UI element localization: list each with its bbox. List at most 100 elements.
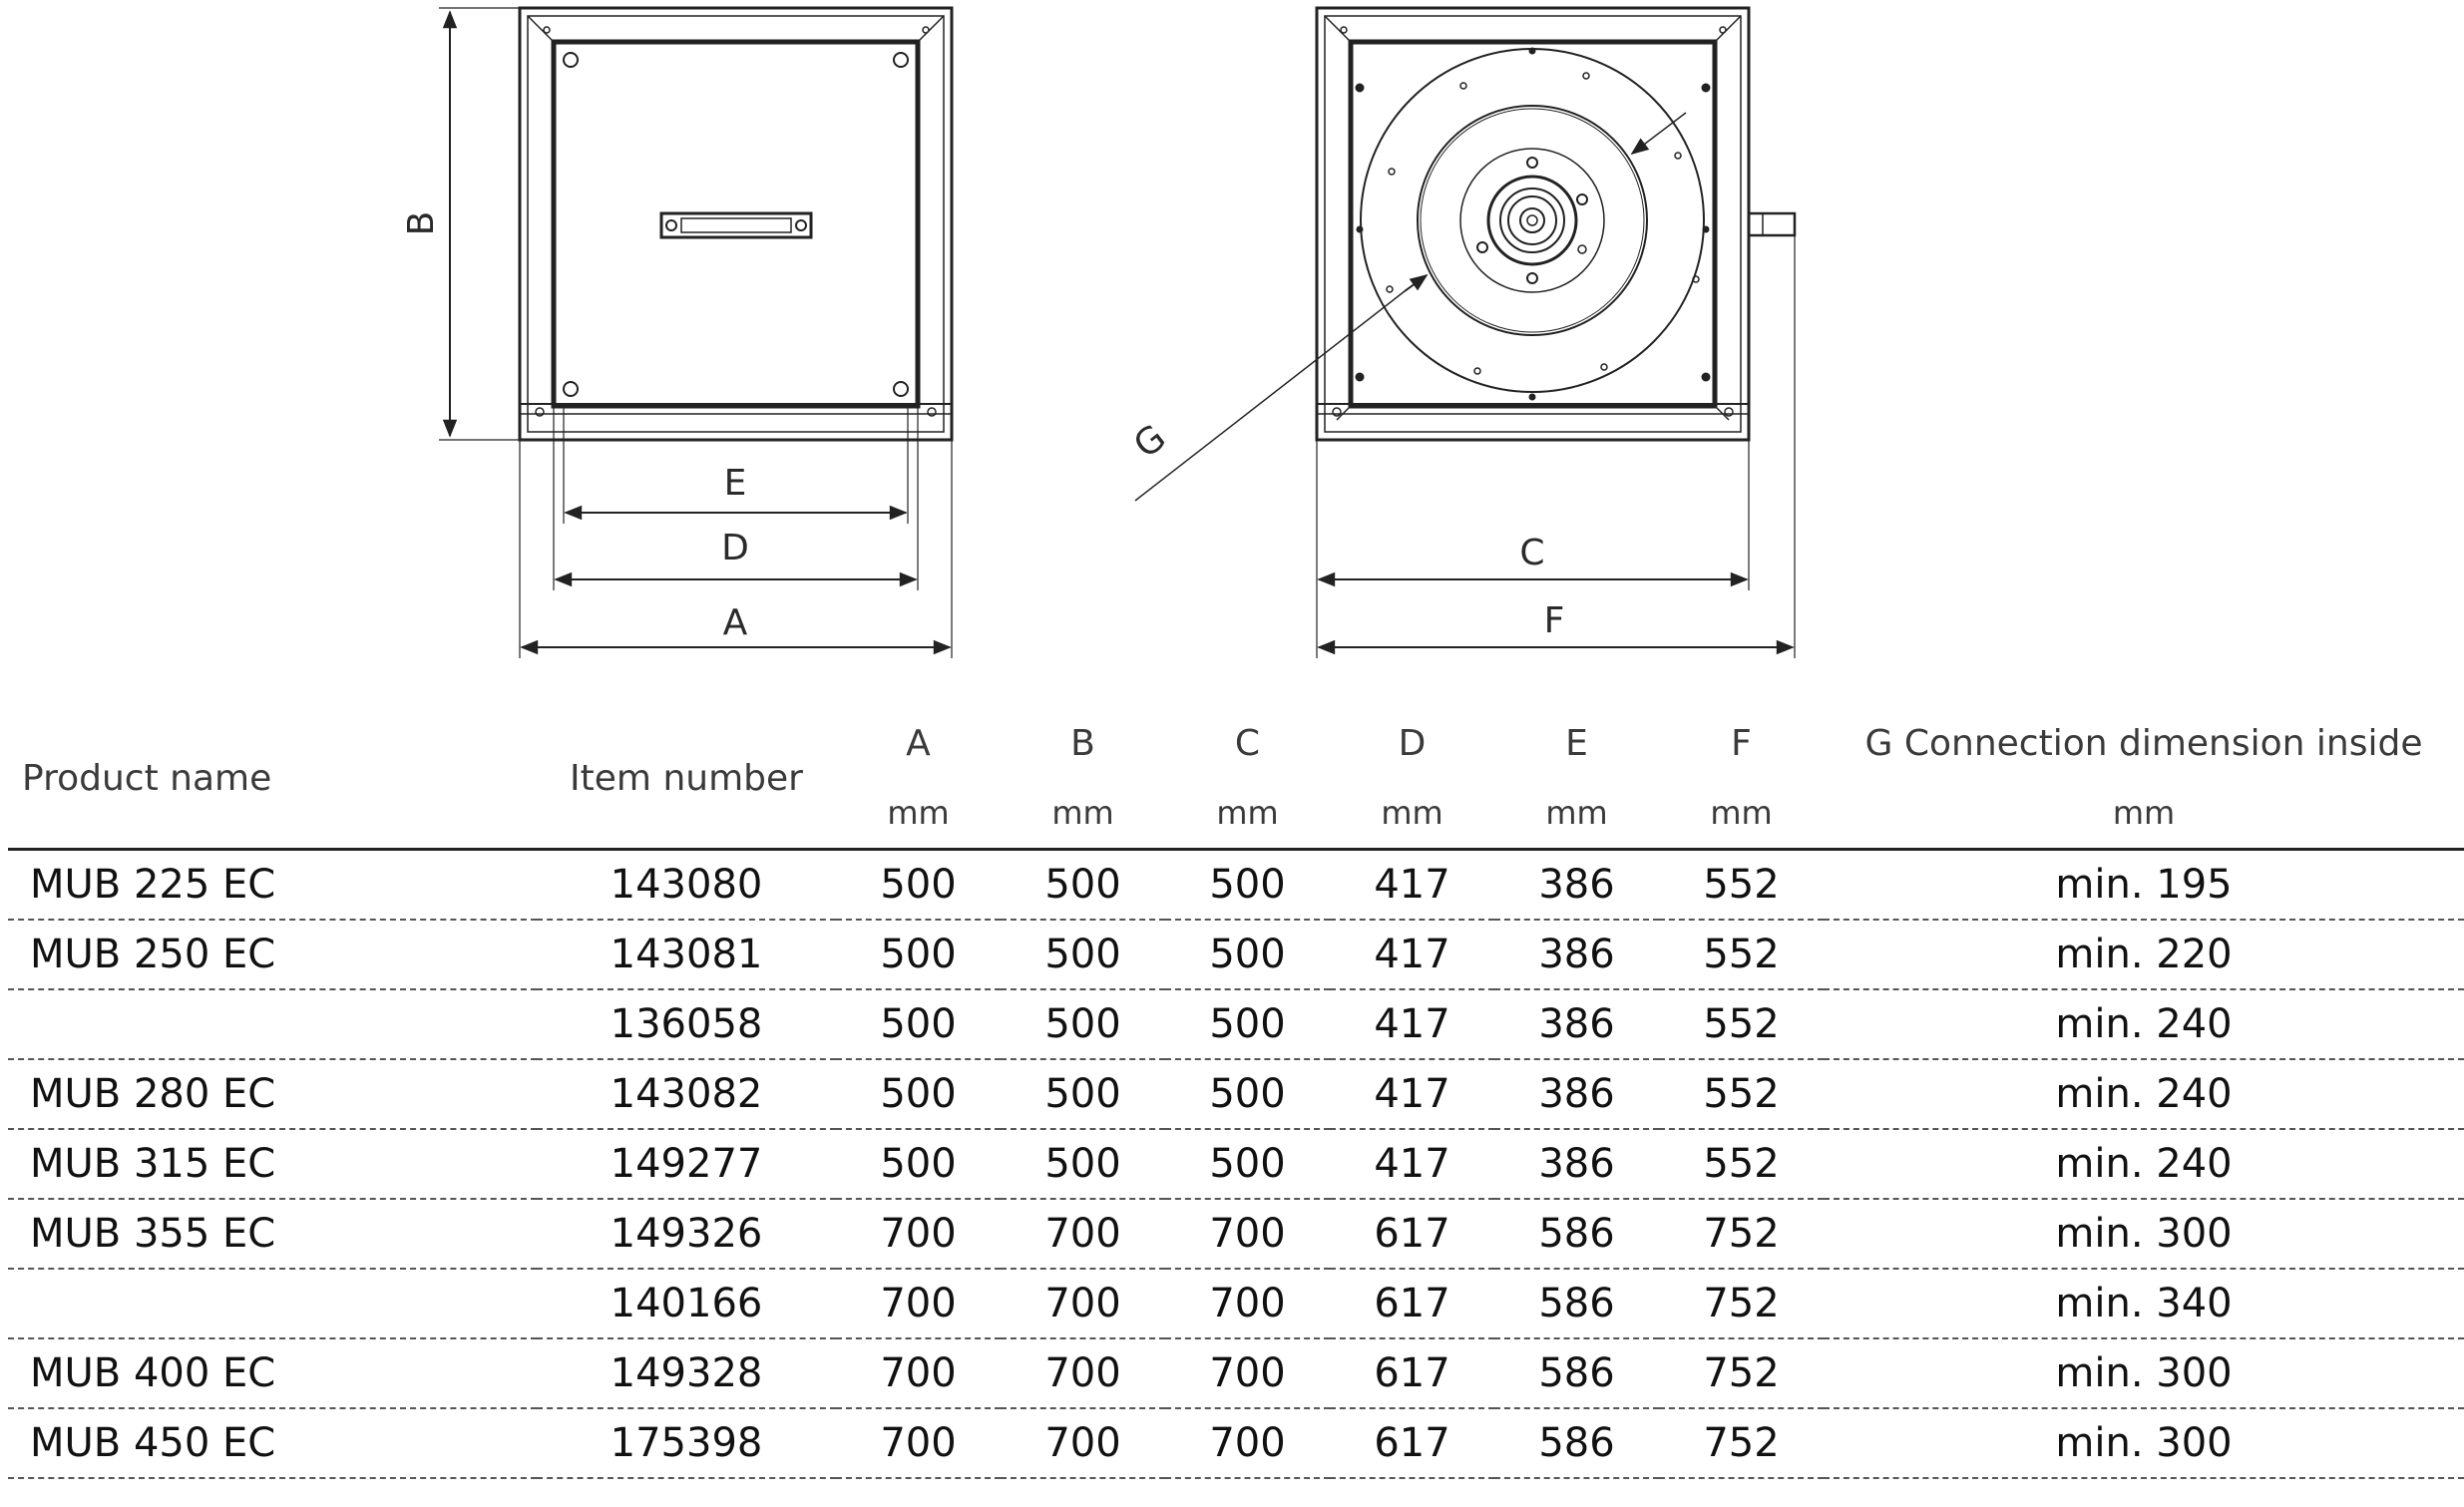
cell-f: 752 — [1659, 1269, 1824, 1339]
unit-b: mm — [1001, 778, 1165, 851]
cell-b: 500 — [1001, 849, 1165, 921]
cell-f: 552 — [1659, 920, 1824, 990]
unit-f: mm — [1659, 778, 1824, 851]
cell-product-name — [8, 989, 537, 1060]
cell-d: 417 — [1330, 1059, 1494, 1130]
front-view — [439, 6, 954, 658]
cell-product-name: MUB 400 EC — [8, 1338, 537, 1409]
cell-item-number: 143082 — [537, 1059, 836, 1130]
header-g: G Connection dimension inside — [1864, 722, 2423, 764]
cell-product-name: MUB 450 EC — [8, 1408, 537, 1479]
cell-b: 500 — [1001, 1129, 1165, 1200]
cell-f: 752 — [1659, 1338, 1824, 1409]
cell-g: min. 240 — [1824, 989, 2464, 1060]
cell-d: 417 — [1330, 1129, 1494, 1200]
cell-e: 386 — [1494, 920, 1659, 990]
cell-product-name: MUB 225 EC — [8, 849, 537, 921]
cell-e: 386 — [1494, 849, 1659, 921]
cell-e: 386 — [1494, 989, 1659, 1060]
cell-e: 586 — [1494, 1408, 1659, 1479]
cell-f: 552 — [1659, 1129, 1824, 1200]
cell-b: 500 — [1001, 989, 1165, 1060]
unit-g: mm — [1824, 778, 2464, 851]
header-item-number: Item number — [537, 708, 836, 851]
header-b: B — [1070, 722, 1095, 764]
cell-f: 552 — [1659, 849, 1824, 921]
cell-g: min. 240 — [1824, 1129, 2464, 1200]
side-view — [1315, 6, 1797, 658]
cell-item-number: 136058 — [537, 989, 836, 1060]
header-product-name: Product name — [8, 708, 537, 851]
cell-c: 700 — [1165, 1338, 1330, 1409]
cell-b: 700 — [1001, 1338, 1165, 1409]
cell-b: 700 — [1001, 1199, 1165, 1270]
cell-c: 500 — [1165, 1129, 1330, 1200]
cell-c: 500 — [1165, 1059, 1330, 1130]
dimension-drawing: B E D A C F G — [401, 6, 1797, 658]
cell-product-name — [8, 1269, 537, 1339]
cell-d: 417 — [1330, 989, 1494, 1060]
cell-a: 700 — [836, 1408, 1001, 1479]
cell-f: 552 — [1659, 989, 1824, 1060]
cell-g: min. 300 — [1824, 1338, 2464, 1409]
cell-item-number: 149328 — [537, 1338, 836, 1409]
cell-d: 617 — [1330, 1408, 1494, 1479]
cell-a: 500 — [836, 849, 1001, 921]
cell-e: 386 — [1494, 1059, 1659, 1130]
cell-f: 752 — [1659, 1199, 1824, 1270]
cell-c: 500 — [1165, 989, 1330, 1060]
cell-item-number: 143080 — [537, 849, 836, 921]
cell-e: 586 — [1494, 1199, 1659, 1270]
cell-product-name: MUB 315 EC — [8, 1129, 537, 1200]
cell-product-name: MUB 250 EC — [8, 920, 537, 990]
cell-d: 617 — [1330, 1269, 1494, 1339]
cell-g: min. 300 — [1824, 1199, 2464, 1270]
cell-c: 500 — [1165, 920, 1330, 990]
cell-b: 700 — [1001, 1408, 1165, 1479]
cell-b: 700 — [1001, 1269, 1165, 1339]
header-c: C — [1234, 722, 1261, 764]
handle-plate — [659, 211, 813, 239]
header-a: A — [906, 722, 931, 764]
cell-item-number: 175398 — [537, 1408, 836, 1479]
cell-item-number: 149326 — [537, 1199, 836, 1270]
cell-product-name: MUB 355 EC — [8, 1199, 537, 1270]
cell-c: 700 — [1165, 1199, 1330, 1270]
side-dimension-lines — [1134, 112, 1795, 655]
dim-label-c: C — [1519, 533, 1544, 573]
header-d: D — [1398, 722, 1427, 764]
cell-a: 500 — [836, 920, 1001, 990]
cell-g: min. 220 — [1824, 920, 2464, 990]
cell-g: min. 300 — [1824, 1408, 2464, 1479]
front-dimension-lines — [442, 10, 952, 655]
cell-e: 386 — [1494, 1129, 1659, 1200]
cell-d: 617 — [1330, 1199, 1494, 1270]
cell-d: 417 — [1330, 920, 1494, 990]
cell-e: 586 — [1494, 1338, 1659, 1409]
cell-c: 700 — [1165, 1269, 1330, 1339]
cell-g: min. 340 — [1824, 1269, 2464, 1339]
dim-label-e: E — [724, 463, 747, 504]
cell-a: 700 — [836, 1199, 1001, 1270]
unit-c: mm — [1165, 778, 1330, 851]
cell-a: 500 — [836, 989, 1001, 1060]
dim-label-f: F — [1544, 600, 1565, 641]
cell-c: 500 — [1165, 849, 1330, 921]
dim-label-b: B — [401, 211, 442, 236]
terminal-box — [1747, 211, 1797, 237]
cell-e: 586 — [1494, 1269, 1659, 1339]
cell-a: 500 — [836, 1059, 1001, 1130]
dimensions-table: Product name Item number A B C D E F G C… — [8, 708, 2464, 1479]
unit-e: mm — [1494, 778, 1659, 851]
